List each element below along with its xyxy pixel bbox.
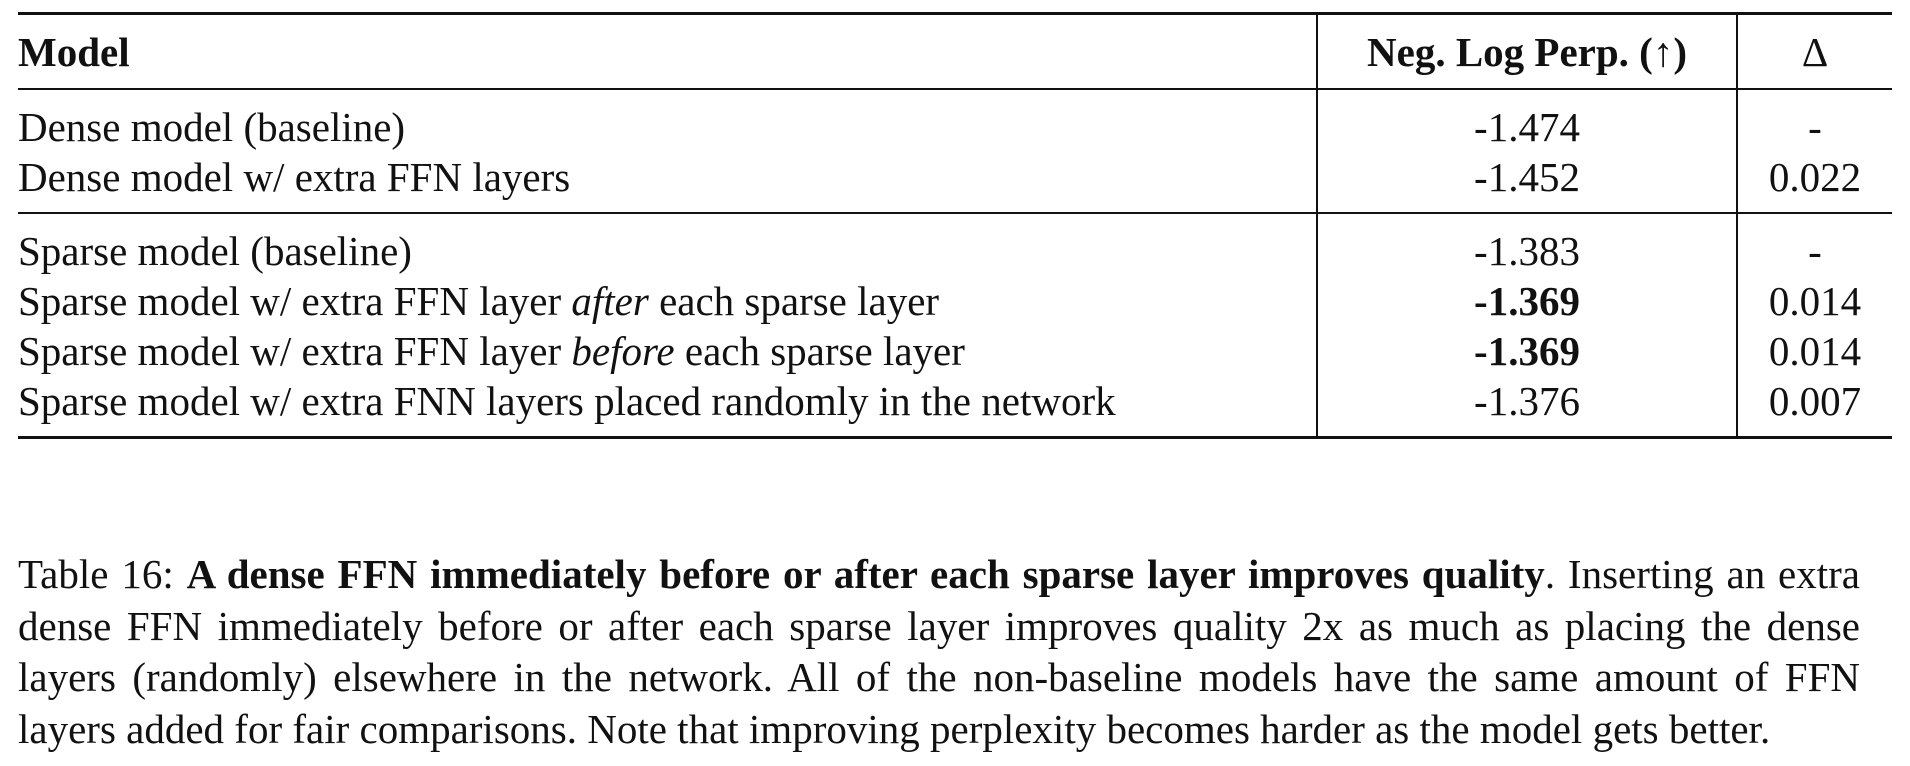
neg-log-perp-cell: -1.383	[1316, 213, 1737, 276]
model-text: each sparse layer	[674, 328, 965, 374]
model-cell: Sparse model w/ extra FFN layer after ea…	[18, 276, 1317, 326]
neg-log-perp-cell: -1.452	[1316, 152, 1737, 213]
caption-title: A dense FFN immediately before or after …	[186, 551, 1545, 597]
delta-cell: 0.014	[1736, 326, 1892, 376]
model-cell: Sparse model w/ extra FFN layer before e…	[18, 326, 1317, 376]
table-row: Dense model (baseline) -1.474 -	[18, 89, 1892, 152]
model-cell: Sparse model w/ extra FNN layers placed …	[18, 378, 1116, 424]
model-cell: Sparse model (baseline)	[18, 228, 412, 274]
table-caption: Table 16: A dense FFN immediately before…	[18, 549, 1860, 755]
dense-group: Dense model (baseline) -1.474 - Dense mo…	[18, 89, 1892, 213]
neg-log-perp-cell-best: -1.369	[1316, 326, 1737, 376]
neg-log-perp-cell: -1.376	[1316, 376, 1737, 438]
model-cell: Dense model w/ extra FFN layers	[18, 154, 571, 200]
table-row: Dense model w/ extra FFN layers -1.452 0…	[18, 152, 1892, 213]
delta-cell: 0.007	[1736, 376, 1892, 438]
model-text: each sparse layer	[648, 278, 940, 324]
table-row: Sparse model w/ extra FNN layers placed …	[18, 376, 1892, 438]
table-header-row: Model Neg. Log Perp. (↑) Δ	[18, 13, 1892, 89]
neg-log-perp-cell: -1.474	[1316, 89, 1737, 152]
delta-cell: -	[1736, 213, 1892, 276]
header-model: Model	[18, 28, 130, 75]
model-text: Sparse model w/ extra FFN layer	[18, 278, 572, 324]
caption-body: . Inserting an extra dense FFN immediate…	[18, 551, 1860, 752]
header-neg-log-perp: Neg. Log Perp. (↑)	[1316, 13, 1737, 89]
model-text: Sparse model w/ extra FFN layer	[18, 328, 572, 374]
neg-log-perp-cell-best: -1.369	[1316, 276, 1737, 326]
sparse-group: Sparse model (baseline) -1.383 - Sparse …	[18, 213, 1892, 438]
results-table-container: Model Neg. Log Perp. (↑) Δ Dense model (…	[18, 12, 1892, 439]
table-row: Sparse model w/ extra FFN layer before e…	[18, 326, 1892, 376]
table-row: Sparse model (baseline) -1.383 -	[18, 213, 1892, 276]
delta-cell: 0.022	[1736, 152, 1892, 213]
delta-cell: 0.014	[1736, 276, 1892, 326]
table-row: Sparse model w/ extra FFN layer after ea…	[18, 276, 1892, 326]
results-table: Model Neg. Log Perp. (↑) Δ Dense model (…	[18, 12, 1892, 439]
model-emphasis: after	[571, 278, 649, 324]
model-cell: Dense model (baseline)	[18, 104, 406, 150]
model-emphasis: before	[571, 328, 675, 374]
header-delta: Δ	[1736, 13, 1892, 89]
delta-cell: -	[1736, 89, 1892, 152]
caption-label: Table 16:	[18, 551, 187, 597]
